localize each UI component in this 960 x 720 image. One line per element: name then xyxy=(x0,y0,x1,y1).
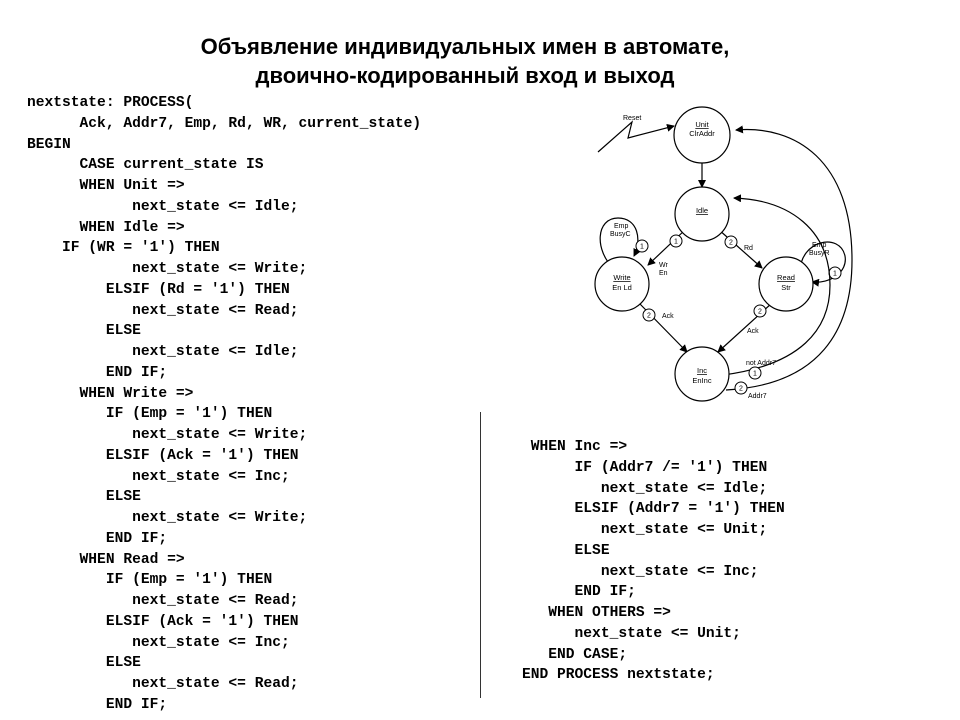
slide-title-line-1: Объявление индивидуальных имен в автомат… xyxy=(200,34,730,59)
priority-write-self: 1 xyxy=(640,244,644,251)
state-unit: Unit ClrAddr xyxy=(673,106,731,164)
code-left-line: WHEN Unit => xyxy=(27,178,185,194)
code-left-line: IF (Emp = '1') THEN xyxy=(27,572,273,589)
code-left-line: next_state <= Write; xyxy=(27,510,308,526)
code-right-line: next_state <= Unit; xyxy=(522,625,741,642)
code-right-line: END PROCESS nextstate; xyxy=(522,667,715,684)
state-write-name: Write xyxy=(613,273,630,282)
state-unit-name: Unit xyxy=(695,120,709,129)
state-write: Write En Ld xyxy=(594,256,650,312)
slide-title-line-2: двоично-кодированный вход и выход xyxy=(255,63,675,88)
vhdl-code-left-column: nextstate: PROCESS( Ack, Addr7, Emp, Rd,… xyxy=(27,93,421,716)
code-left-line: BEGIN xyxy=(27,136,71,153)
priority-badge-read-to-inc xyxy=(753,304,767,318)
code-left-line: ELSIF (Ack = '1') THEN xyxy=(27,447,299,464)
code-right-line: next_state <= Idle; xyxy=(522,480,768,497)
code-left-line: END IF; xyxy=(27,696,168,713)
priority-badge-write-self xyxy=(635,239,649,253)
condition-inc-to-unit: Addr7 xyxy=(748,393,767,400)
condition-read-self-emp: Emp xyxy=(812,242,827,249)
code-left-line: ELSE xyxy=(27,489,141,506)
priority-read-to-inc: 2 xyxy=(758,309,762,316)
condition-idle-to-read: Rd xyxy=(744,245,753,252)
condition-read-to-inc: Ack xyxy=(747,328,759,335)
condition-write-self-emp: Emp xyxy=(614,223,629,230)
code-right-line: WHEN Inc => xyxy=(522,439,628,455)
state-idle-name: Idle xyxy=(696,206,708,215)
transition-idle-to-write xyxy=(647,228,687,266)
priority-badge-idle-to-read xyxy=(724,235,738,249)
code-left-line: next_state <= Inc; xyxy=(27,468,290,485)
state-machine-diagram: Reset 1 Wr En 2 Rd Emp BusyC 1 Emp BusyR… xyxy=(594,106,853,402)
state-inc-name: Inc xyxy=(697,366,707,375)
state-write-output: En Ld xyxy=(612,283,632,292)
code-left-line: next_state <= Idle; xyxy=(27,344,299,360)
condition-idle-to-write-wr: Wr xyxy=(659,262,668,269)
code-right-line: IF (Addr7 /= '1') THEN xyxy=(522,459,768,476)
code-left-line: ELSIF (Rd = '1') THEN xyxy=(27,281,290,298)
state-inc-output: EnInc xyxy=(692,376,711,385)
priority-write-to-inc: 2 xyxy=(647,313,651,320)
priority-badge-inc-to-idle xyxy=(748,366,762,380)
condition-write-self-busyc: BusyC xyxy=(610,231,631,238)
code-left-line: next_state <= Write; xyxy=(27,261,308,277)
transition-write-self xyxy=(599,217,641,270)
code-left-line: IF (WR = '1') THEN xyxy=(27,240,220,257)
code-left-line: CASE current_state IS xyxy=(27,157,264,174)
priority-badge-inc-to-unit xyxy=(734,381,748,395)
state-read-name: Read xyxy=(777,273,795,282)
priority-badge-write-to-inc xyxy=(642,308,656,322)
transition-read-self xyxy=(799,241,846,287)
code-left-line: ELSIF (Ack = '1') THEN xyxy=(27,613,299,630)
condition-inc-to-idle: not Addr7 xyxy=(746,360,776,367)
code-left-line: next_state <= Read; xyxy=(27,302,299,319)
code-right-line: ELSE xyxy=(522,542,610,559)
code-left-line: ELSE xyxy=(27,323,141,340)
code-left-line: WHEN Idle => xyxy=(27,219,185,236)
priority-inc-to-idle: 1 xyxy=(753,371,757,378)
code-right-line: next_state <= Unit; xyxy=(522,522,768,538)
condition-write-to-inc: Ack xyxy=(662,313,674,320)
priority-inc-to-unit: 2 xyxy=(739,386,743,393)
code-right-line: ELSIF (Addr7 = '1') THEN xyxy=(522,501,785,518)
priority-idle-to-read: 2 xyxy=(729,240,733,247)
code-left-line: WHEN Read => xyxy=(27,551,185,568)
code-right-line: END IF; xyxy=(522,584,636,601)
code-left-line: Ack, Addr7, Emp, Rd, WR, current_state) xyxy=(27,115,422,132)
code-left-line: IF (Emp = '1') THEN xyxy=(27,406,273,423)
transition-idle-to-read xyxy=(717,228,763,269)
code-left-line: END IF; xyxy=(27,364,168,381)
reset-label: Reset xyxy=(623,115,641,122)
code-left-line: END IF; xyxy=(27,530,168,547)
condition-idle-to-write-en: En xyxy=(659,270,668,277)
transition-inc-to-unit xyxy=(725,125,853,391)
state-unit-output: ClrAddr xyxy=(689,129,715,138)
code-left-line: next_state <= Write; xyxy=(27,427,308,443)
state-inc: Inc EnInc xyxy=(674,346,730,402)
code-left-line: WHEN Write => xyxy=(27,385,194,402)
priority-read-self: 1 xyxy=(833,271,837,278)
code-left-line: ELSE xyxy=(27,655,141,672)
code-left-line: next_state <= Idle; xyxy=(27,198,299,215)
priority-badge-idle-to-write xyxy=(669,234,683,248)
column-divider xyxy=(480,412,481,698)
code-right-line: END CASE; xyxy=(522,646,628,663)
priority-idle-to-write: 1 xyxy=(674,239,678,246)
state-read-output: Str xyxy=(781,283,791,292)
code-left-line: nextstate: PROCESS( xyxy=(27,95,194,111)
code-right-line: next_state <= Inc; xyxy=(522,563,759,580)
vhdl-code-right-column: WHEN Inc => IF (Addr7 /= '1') THEN next_… xyxy=(522,437,785,686)
reset-arrow xyxy=(597,120,675,153)
code-left-line: next_state <= Inc; xyxy=(27,634,290,651)
state-idle: Idle xyxy=(674,186,730,242)
condition-read-self-busyr: BusyR xyxy=(809,250,830,257)
code-left-line: next_state <= Read; xyxy=(27,593,299,609)
code-left-line: next_state <= Read; xyxy=(27,676,299,692)
code-right-line: WHEN OTHERS => xyxy=(522,605,671,621)
transition-inc-to-idle xyxy=(722,194,831,376)
slide-title: Объявление индивидуальных имен в автомат… xyxy=(0,32,930,90)
state-read: Read Str xyxy=(758,256,814,312)
